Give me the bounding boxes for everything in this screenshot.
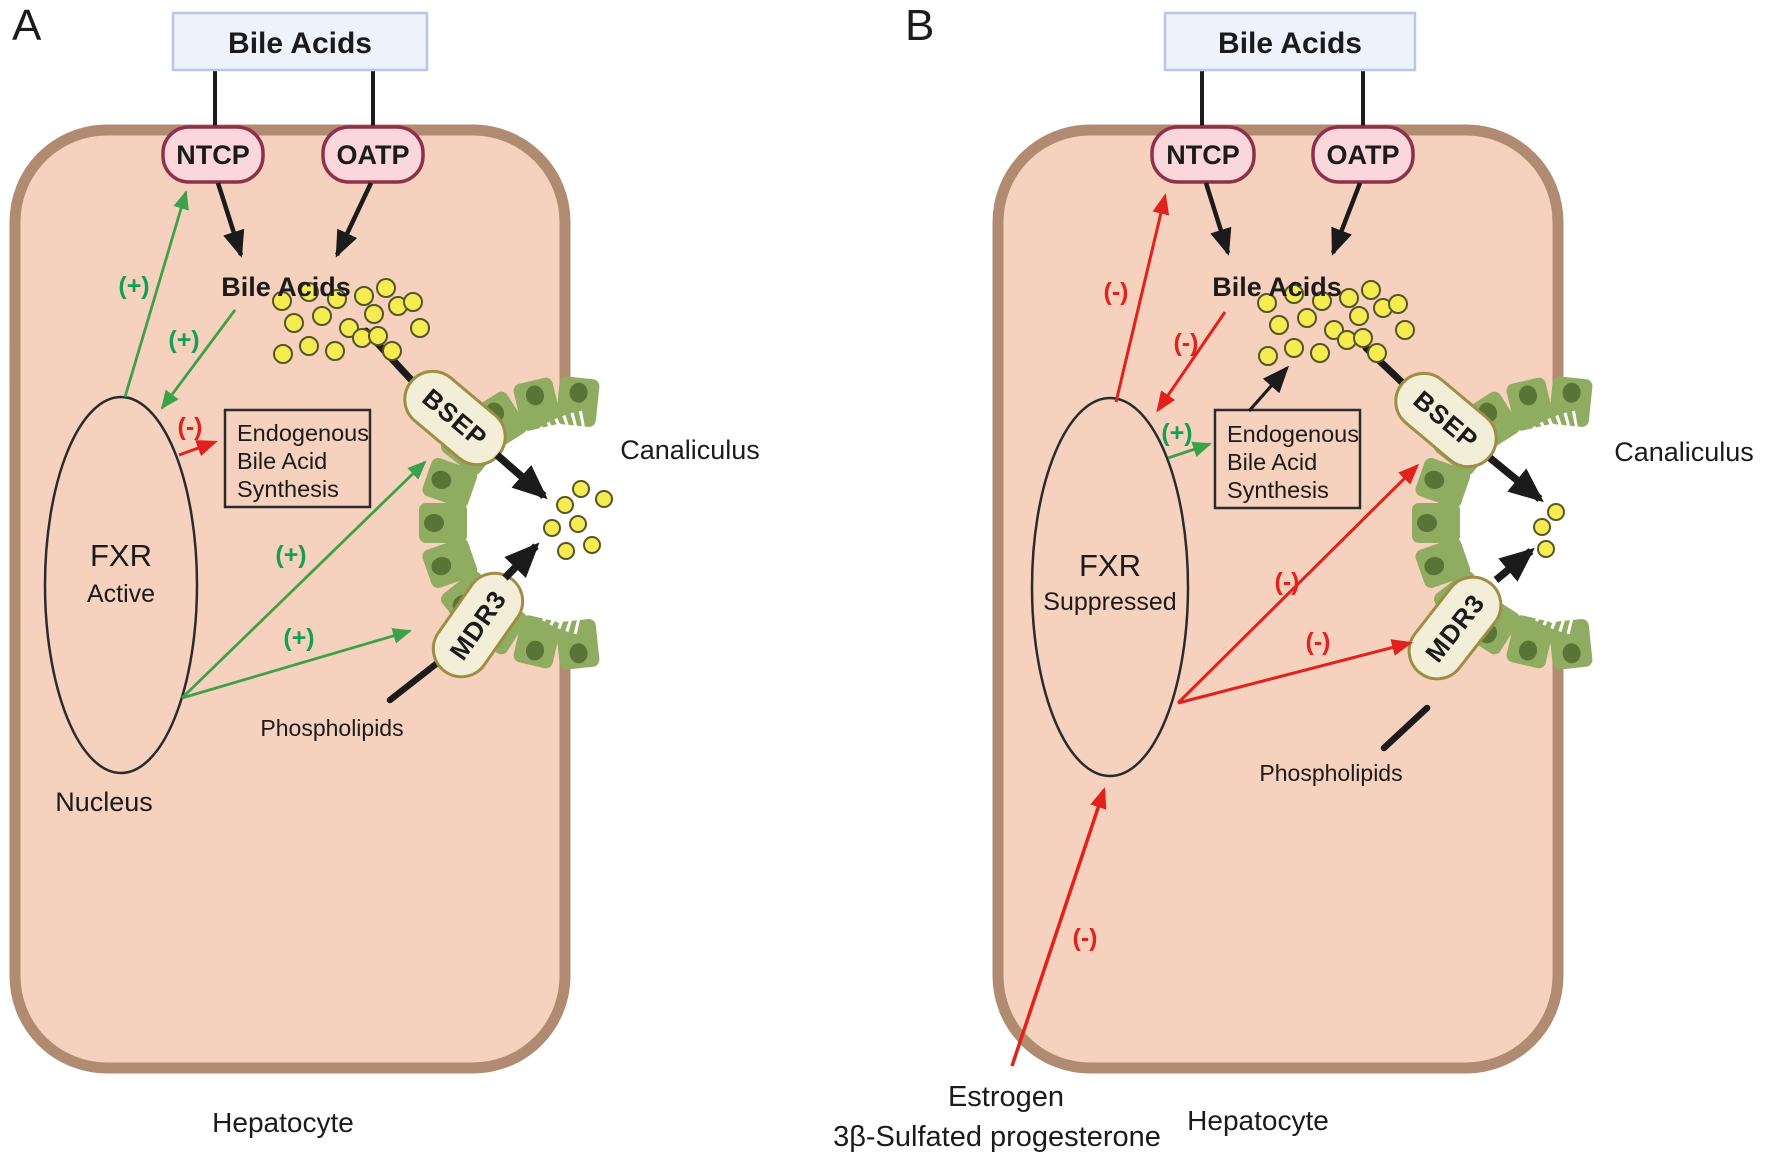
nucleus-ellipse-a	[43, 395, 199, 775]
oatp-transporter-a	[321, 125, 425, 184]
mdr3-pump-b	[1407, 575, 1503, 681]
panel-b: Bile Acids B NTCP OATP Bile Acids BSEP M…	[833, 1, 1754, 1153]
stimulation-arrow-synthesis-b	[1167, 441, 1212, 460]
nucleus-ellipse-b	[1030, 396, 1190, 778]
inhibitor-line2-label: 3β-Sulfated progesterone	[833, 1121, 1161, 1153]
fxr-name-a: FXR	[90, 538, 152, 573]
nucleus-label-a: Nucleus	[55, 787, 153, 817]
fxr-state-a: Active	[87, 580, 155, 608]
oatp-label-b: OATP	[1327, 140, 1400, 170]
sign-to-bsep-b: (-)	[1275, 568, 1300, 596]
sign-to-synthesis-b: (+)	[1161, 419, 1192, 447]
ntcp-transporter-b	[1150, 125, 1256, 184]
endogenous-line2-a: Bile Acid	[237, 448, 327, 474]
transport-arrows-a	[215, 182, 548, 581]
endogenous-line3-a: Synthesis	[237, 476, 339, 502]
canaliculus-label-a: Canaliculus	[620, 435, 760, 465]
bsep-pump-b	[1394, 371, 1498, 469]
transport-arrows-b	[1203, 182, 1544, 583]
phospholipids-label-a: Phospholipids	[260, 715, 403, 741]
canaliculus-bile-dots-b	[1533, 503, 1565, 558]
hepatocyte-label-b: Hepatocyte	[1187, 1105, 1329, 1136]
bile-acids-source-box-a	[171, 11, 429, 72]
panel-label-b: B	[905, 1, 934, 50]
ntcp-label-a: NTCP	[176, 140, 250, 170]
sign-from-bile-acids-a: (+)	[168, 326, 199, 354]
bile-acids-source-label-b: Bile Acids	[1218, 27, 1362, 60]
stimulation-arrows-a	[123, 190, 427, 700]
endogenous-synthesis-box-a	[223, 408, 372, 509]
bile-acids-intracellular-label-a: Bile Acids	[221, 272, 351, 302]
ntcp-transporter-a	[161, 125, 265, 184]
inhibition-arrows-b	[1010, 193, 1420, 1067]
fxr-name-b: FXR	[1079, 548, 1141, 583]
sign-to-synthesis-a: (-)	[178, 413, 203, 441]
phospholipids-label-b: Phospholipids	[1259, 760, 1402, 786]
panel-label-a: A	[12, 1, 42, 50]
canaliculus-bile-dots-a	[543, 480, 613, 560]
inhibition-arrow-synthesis-a	[178, 440, 218, 457]
oatp-transporter-b	[1311, 125, 1415, 184]
fxr-state-b: Suppressed	[1043, 588, 1176, 616]
bile-acids-source-box-b	[1163, 11, 1417, 72]
canaliculus-label-b: Canaliculus	[1614, 437, 1754, 467]
panel-a: Bile Acids A NTCP OATP Bile Acids BSEP M…	[9, 1, 760, 1138]
sign-to-mdr3-b: (-)	[1306, 628, 1331, 656]
bile-acids-source-label-a: Bile Acids	[228, 27, 372, 60]
endogenous-line2-b: Bile Acid	[1227, 449, 1317, 475]
ntcp-label-b: NTCP	[1166, 140, 1240, 170]
endogenous-line3-b: Synthesis	[1227, 477, 1329, 503]
bile-acids-intracellular-label-b: Bile Acids	[1212, 272, 1342, 302]
endogenous-line1-b: Endogenous	[1227, 421, 1359, 447]
inhibitor-line1-label: Estrogen	[948, 1081, 1064, 1113]
mdr3-pump-a	[431, 571, 525, 679]
hepatocyte-label-a: Hepatocyte	[212, 1107, 354, 1138]
sign-from-bile-acids-b: (-)	[1174, 329, 1199, 357]
sign-estrogen-b: (-)	[1073, 924, 1098, 952]
endogenous-line1-a: Endogenous	[237, 420, 369, 446]
sign-to-ntcp-b: (-)	[1104, 278, 1129, 306]
oatp-label-a: OATP	[337, 140, 410, 170]
sign-to-ntcp-a: (+)	[118, 272, 149, 300]
sign-to-mdr3-a: (+)	[283, 624, 314, 652]
endogenous-synthesis-box-b	[1213, 408, 1362, 510]
sign-to-bsep-a: (+)	[275, 541, 306, 569]
